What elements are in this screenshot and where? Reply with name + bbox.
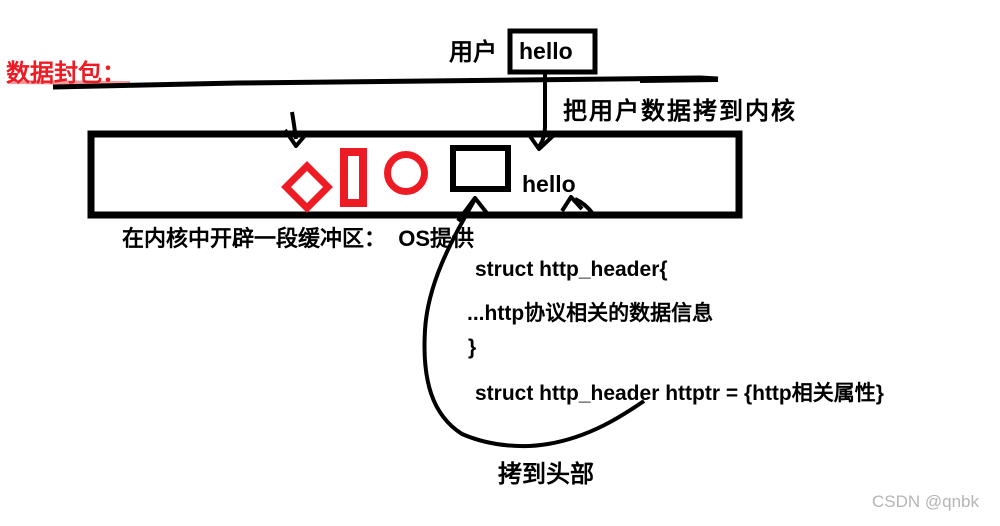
curve-copy-to-header [422, 196, 646, 449]
user-label: 用户 [449, 39, 497, 66]
page-title: 数据封包： [6, 60, 126, 87]
arrow-into-buffer [283, 111, 310, 148]
arrow-user-to-kernel [525, 74, 557, 151]
diamond-shape [281, 161, 333, 213]
header-box [450, 145, 511, 192]
copy-to-kernel-annotation: 把用户数据拷到内核 [563, 98, 797, 125]
code-line-close-brace: } [468, 336, 477, 359]
kernel-buffer-box [87, 130, 743, 219]
rectangle-shape [340, 148, 367, 207]
code-line-http-fields: ...http协议相关的数据信息 [467, 302, 714, 325]
divider-line [52, 75, 719, 90]
copy-to-header-annotation: 拷到头部 [498, 461, 594, 488]
user-data-box [507, 28, 598, 75]
csdn-watermark: CSDN @qnbk [872, 492, 980, 511]
code-line-struct-open: struct http_header{ [475, 258, 668, 281]
kernel-buffer-text: hello [522, 171, 576, 197]
divider-line-overlap [639, 78, 719, 83]
kernel-buffer-caption: 在内核中开辟一段缓冲区： OS提供 [122, 226, 475, 251]
user-box-text: hello [519, 38, 573, 64]
code-line-struct-init: struct http_header httptr = {http相关属性} [475, 382, 884, 405]
arrow-up-to-hello [560, 195, 595, 216]
title-underline [7, 80, 131, 85]
circle-shape [384, 151, 428, 195]
